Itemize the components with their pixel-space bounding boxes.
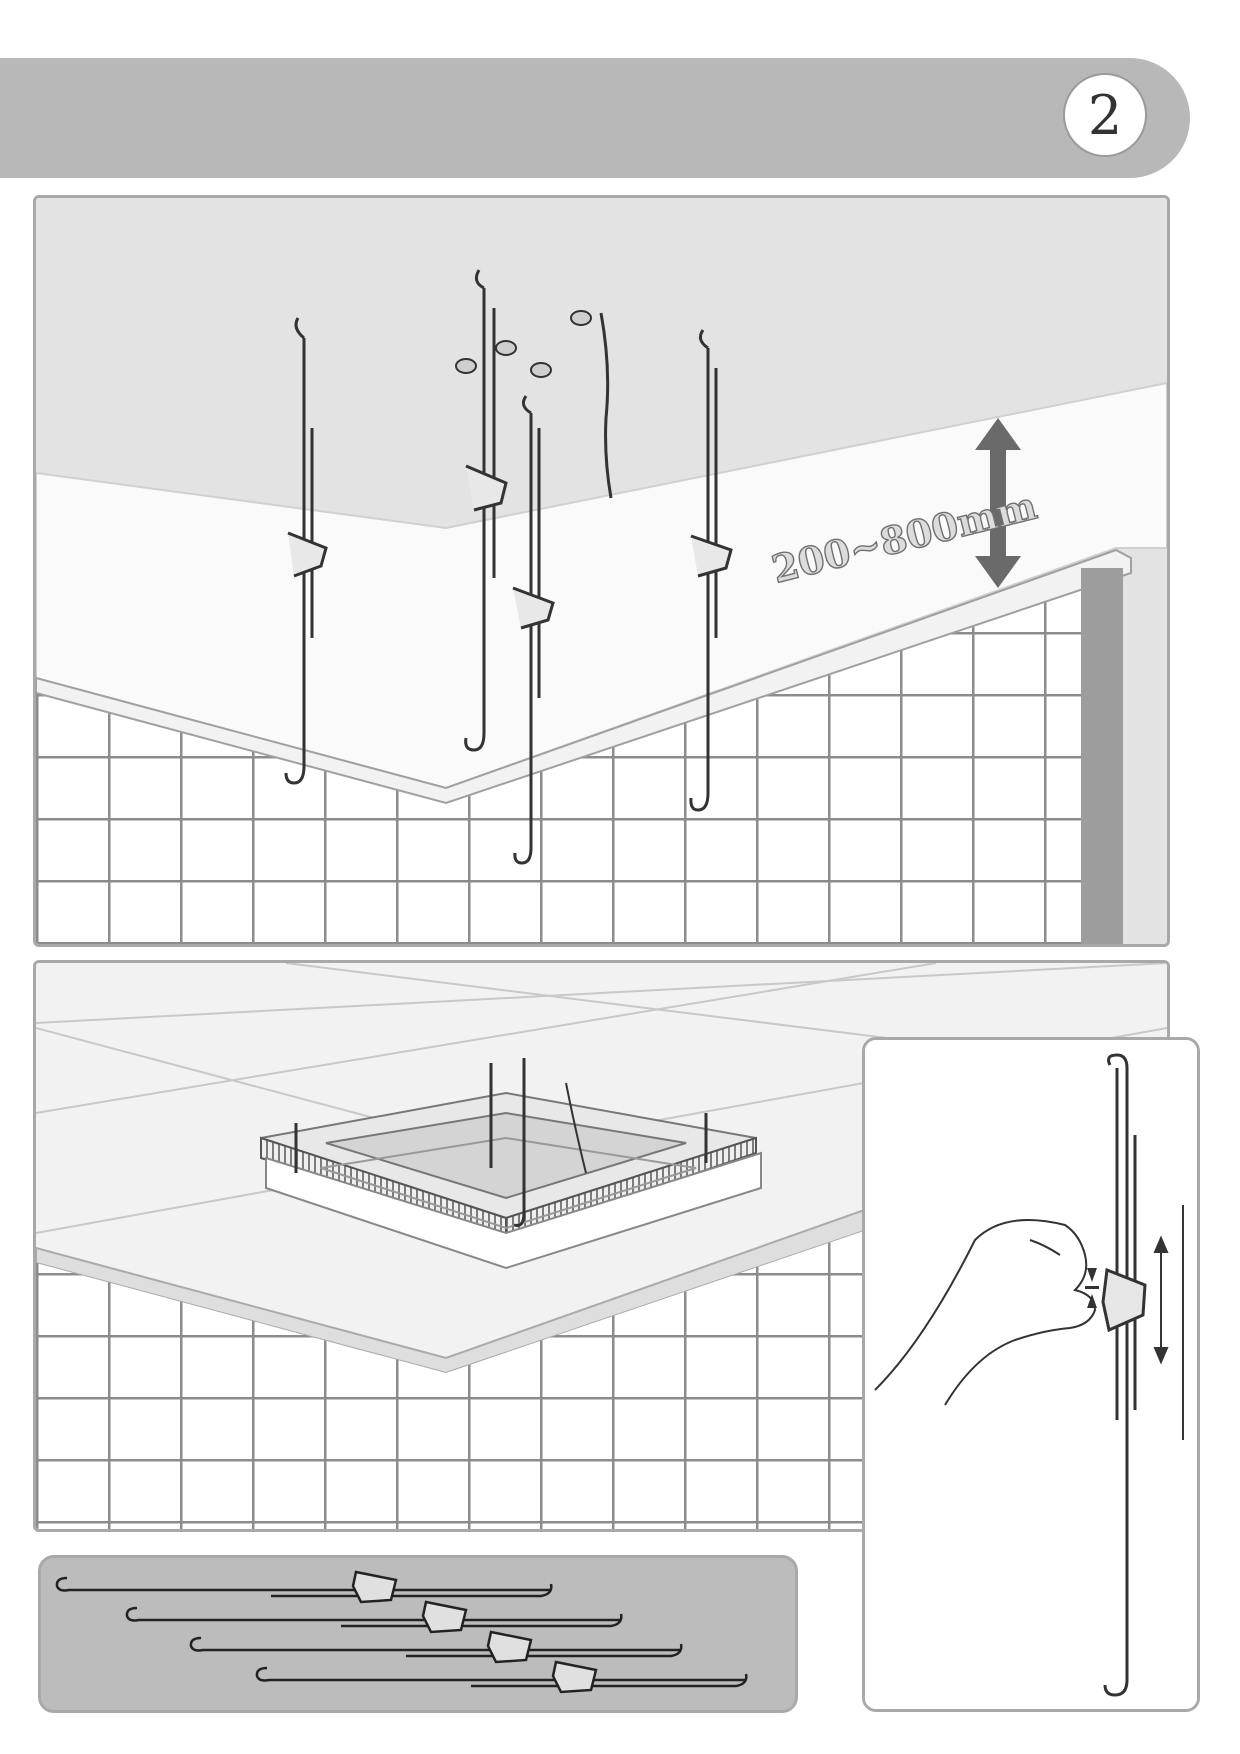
hanging-rod-2 [464,269,508,752]
rod-adjustment-detail [862,1037,1200,1712]
kit-rod-3 [189,1630,683,1664]
up-down-arrow-icon [1153,1205,1184,1440]
ceiling-anchors [455,310,592,378]
tiled-wall-right [446,583,1081,944]
wall-corner [1081,568,1123,944]
rod-clip [1101,1267,1147,1333]
tiled-wall-left [36,1263,446,1529]
ceiling-hanging-rods-illustration: 200~800mm [33,195,1170,947]
step-header-banner [0,58,1190,178]
double-arrow-vertical-icon [975,418,1021,588]
hanging-rod-3 [512,395,555,865]
tiled-wall-left [36,688,446,944]
hanging-rod-4 [689,329,733,812]
kit-rod-1 [55,1570,553,1604]
suspension-kit-parts [38,1555,798,1713]
kit-rod-2 [125,1600,623,1634]
hanging-rod-1 [284,317,328,785]
step-number-badge: 2 [1063,73,1147,157]
hand-illustration [874,1219,1097,1406]
kit-rod-4 [255,1660,748,1694]
power-cable [599,312,613,499]
adjustable-rod-long [1103,1053,1129,1697]
squeeze-arrows-icon [1085,1268,1099,1308]
mounting-frame [260,1091,762,1270]
